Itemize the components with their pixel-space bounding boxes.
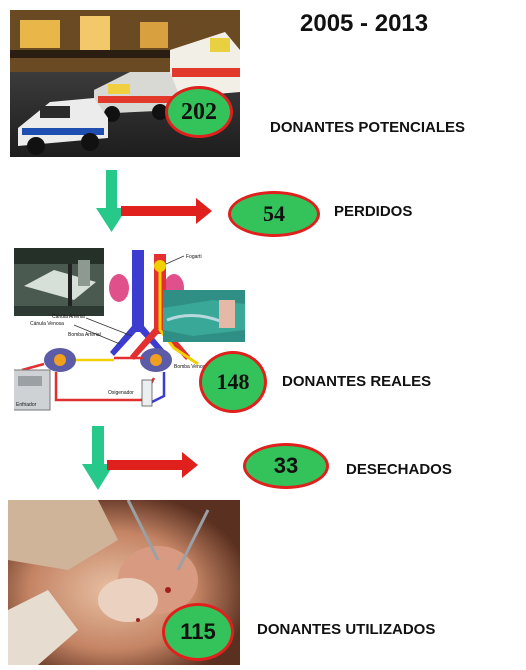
right-arrow-2 xyxy=(107,452,198,478)
ambulances-photo xyxy=(10,10,240,157)
diagram-label-canula-venosa: Cánula Venosa xyxy=(30,321,64,327)
perfusion-circuit-diagram: Fogarti Cánula Arterial Cánula Venosa Bo… xyxy=(14,250,208,411)
label-reales: DONANTES REALES xyxy=(282,373,432,390)
down-arrow-2 xyxy=(82,426,114,490)
label-utilizados: DONANTES UTILIZADOS xyxy=(257,621,436,638)
count-badge-desechados: 33 xyxy=(243,443,329,489)
diagram-label-canula-arterial: Cánula Arterial xyxy=(52,314,85,320)
count-badge-potenciales: 202 xyxy=(165,86,233,138)
label-potenciales: DONANTES POTENCIALES xyxy=(270,119,466,136)
diagram-label-fogarti: Fogarti xyxy=(186,254,202,260)
count-badge-perdidos: 54 xyxy=(228,191,320,237)
diagram-label-oxigenador: Oxigenador xyxy=(108,390,134,396)
count-badge-reales: 148 xyxy=(199,351,267,413)
cannula-photo xyxy=(163,290,245,342)
down-arrow-1 xyxy=(96,170,127,232)
period-title: 2005 - 2013 xyxy=(300,10,429,37)
label-perdidos: PERDIDOS xyxy=(334,203,413,220)
diagram-label-bomba-venosa: Bomba Venosa xyxy=(174,364,208,370)
operating-room-photo xyxy=(14,248,104,316)
right-arrow-1 xyxy=(121,198,212,224)
label-desechados: DESECHADOS xyxy=(346,461,452,478)
diagram-label-bomba-arterial: Bomba Arterial xyxy=(68,332,101,338)
diagram-label-enfriador: Enfriador xyxy=(16,402,37,408)
count-badge-utilizados: 115 xyxy=(162,603,234,661)
